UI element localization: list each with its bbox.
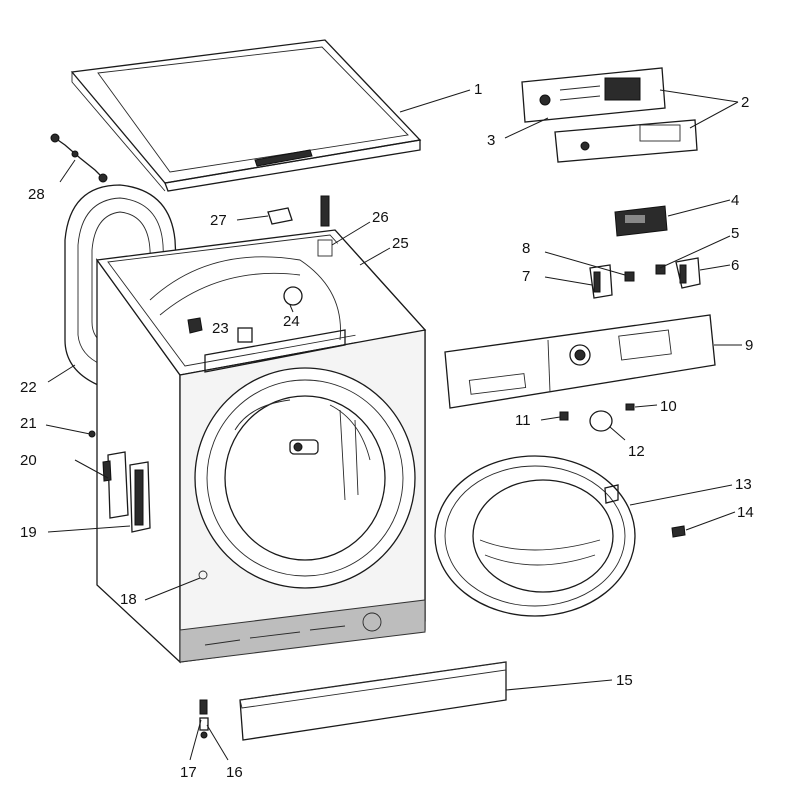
- label-part-5: 5: [731, 225, 739, 242]
- label-part-3: 3: [487, 132, 495, 149]
- door-part-13: [434, 455, 636, 617]
- label-part-6: 6: [731, 257, 739, 274]
- label-part-14: 14: [737, 504, 754, 521]
- screw-parts-16-17: [199, 699, 209, 739]
- label-part-24: 24: [283, 313, 300, 330]
- label-part-19: 19: [20, 524, 37, 541]
- label-part-8: 8: [522, 240, 530, 257]
- label-part-13: 13: [735, 476, 752, 493]
- label-part-2: 2: [741, 94, 749, 111]
- label-part-25: 25: [392, 235, 409, 252]
- small-parts: [589, 257, 701, 299]
- label-part-18: 18: [120, 591, 137, 608]
- label-part-12: 12: [628, 443, 645, 460]
- handle-part-14: [671, 525, 686, 538]
- label-part-16: 16: [226, 764, 243, 781]
- label-part-15: 15: [616, 672, 633, 689]
- drum-interior: [149, 256, 346, 373]
- door-seal-gasket: [64, 184, 179, 386]
- label-part-26: 26: [372, 209, 389, 226]
- door-opening: [194, 367, 416, 589]
- label-part-7: 7: [522, 268, 530, 285]
- control-boards: [521, 67, 698, 163]
- screw-part-18: [198, 570, 208, 580]
- leader-lines: [45, 89, 742, 761]
- part-labels: 1 2 3 4 5 6 7 8 9 10 11 12 13 14 15 16 1…: [20, 81, 754, 781]
- label-part-20: 20: [20, 452, 37, 469]
- label-part-11: 11: [515, 412, 531, 429]
- display-part-4: [614, 205, 668, 237]
- top-fittings: [267, 195, 333, 257]
- top-cover: [70, 39, 422, 192]
- hose-part: [50, 133, 108, 183]
- knob-parts: [559, 403, 635, 432]
- control-panel-part-9: [444, 314, 716, 409]
- plinth-part-15: [239, 661, 507, 741]
- label-part-10: 10: [660, 398, 677, 415]
- label-part-27: 27: [210, 212, 227, 229]
- label-part-17: 17: [180, 764, 197, 781]
- label-part-23: 23: [212, 320, 229, 337]
- label-part-4: 4: [731, 192, 739, 209]
- label-part-28: 28: [28, 186, 45, 203]
- label-part-22: 22: [20, 379, 37, 396]
- label-part-1: 1: [474, 81, 482, 98]
- label-part-9: 9: [745, 337, 753, 354]
- label-part-21: 21: [20, 415, 37, 432]
